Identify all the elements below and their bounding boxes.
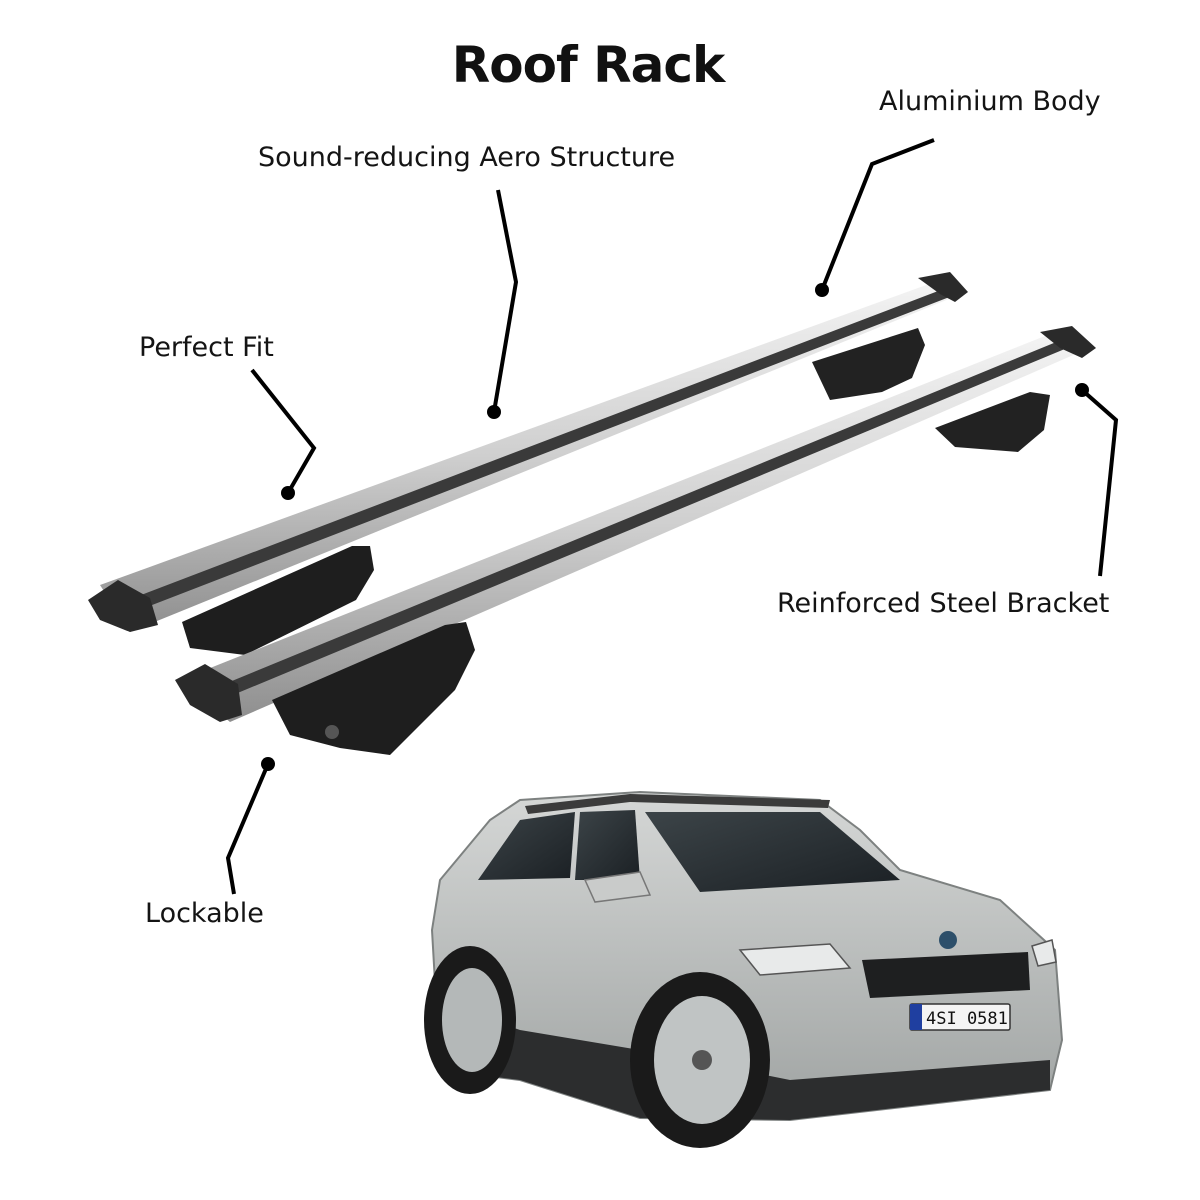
suv-car-image <box>424 790 1064 1148</box>
car-windshield <box>645 812 900 892</box>
leader-aero <box>487 189 519 419</box>
front-right-end-cap <box>1040 326 1096 358</box>
front-left-end-cap <box>175 664 242 722</box>
car-plate-eu-band <box>910 1004 922 1030</box>
back-roof-bar <box>88 272 968 655</box>
label-aero-structure: Sound-reducing Aero Structure <box>258 142 676 173</box>
car-rear-window <box>478 812 575 880</box>
front-roof-bar <box>175 326 1096 755</box>
label-perfect-fit: Perfect Fit <box>139 332 274 363</box>
car-mirror <box>583 871 652 903</box>
lock-cylinder-icon <box>325 725 339 739</box>
car-roof-rail <box>525 794 830 814</box>
label-steel-bracket: Reinforced Steel Bracket <box>777 588 1110 619</box>
car-side-window <box>575 810 640 880</box>
front-bar-rubber-strip <box>210 338 1072 702</box>
leader-fit <box>250 368 317 500</box>
leader-aluminium-dot <box>815 283 829 297</box>
back-left-end-cap <box>88 580 158 632</box>
back-bar-rubber-strip <box>128 288 952 612</box>
leader-steel <box>1075 383 1119 577</box>
car-headlight-right <box>1031 939 1057 967</box>
car-plate-text: 4SI 0581 <box>926 1009 1008 1029</box>
leader-aero-dot <box>487 405 501 419</box>
leader-fit-dot <box>281 486 295 500</box>
leader-lock-dot <box>261 757 275 771</box>
car-front-hub <box>692 1050 712 1070</box>
car-lower-cladding <box>432 1000 1050 1120</box>
car-rear-rim <box>442 968 502 1072</box>
leader-steel-dot <box>1075 383 1089 397</box>
page-title: Roof Rack <box>451 36 726 94</box>
label-aluminium-body: Aluminium Body <box>879 86 1101 117</box>
front-right-foot <box>935 392 1050 452</box>
label-lockable: Lockable <box>145 898 264 929</box>
back-left-foot <box>182 546 374 655</box>
front-left-foot <box>272 622 475 755</box>
leader-lock <box>225 757 275 895</box>
car-headlight-left <box>738 943 852 976</box>
car-badge-icon <box>939 931 957 949</box>
leader-aluminium <box>815 138 935 297</box>
car-grille <box>862 952 1030 998</box>
back-right-end-cap <box>918 272 968 302</box>
back-right-foot <box>812 328 925 400</box>
